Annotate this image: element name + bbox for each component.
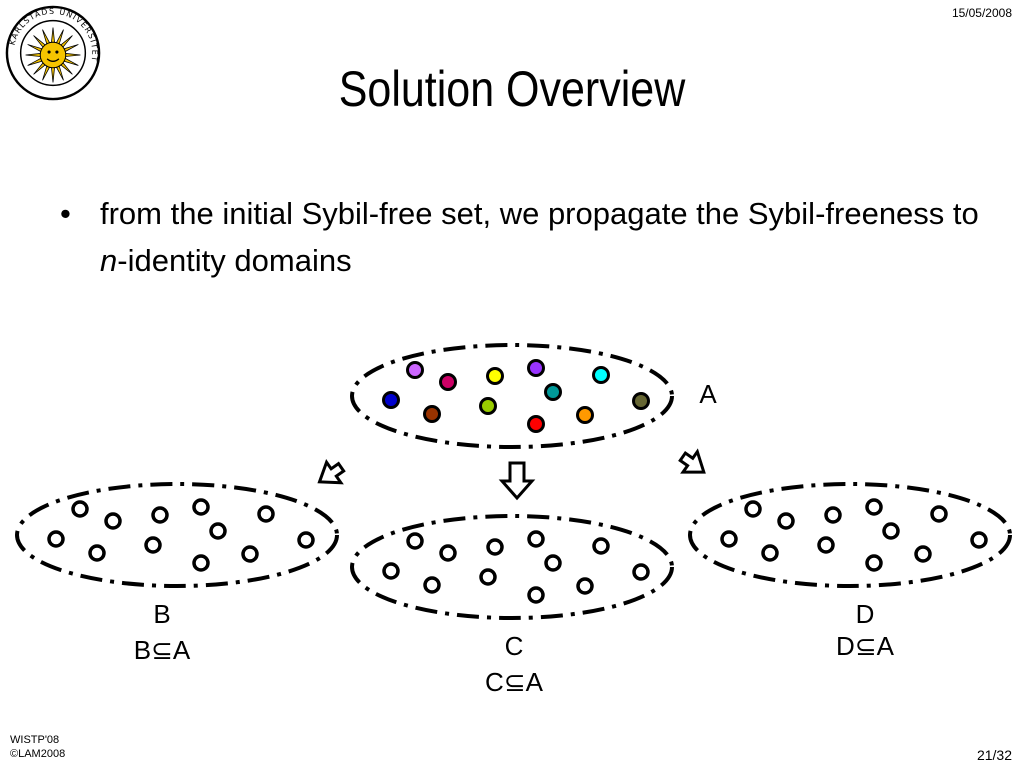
identity-node	[865, 554, 883, 572]
identity-node	[914, 545, 932, 563]
slide-date: 15/05/2008	[951, 6, 1012, 20]
bullet-text: from the initial Sybil-free set, we prop…	[100, 190, 1010, 284]
identity-node	[104, 512, 122, 530]
set-d-label: D	[855, 599, 875, 629]
identity-node	[486, 367, 504, 385]
identity-node	[544, 383, 562, 401]
identity-node	[592, 366, 610, 384]
identity-node	[382, 391, 400, 409]
identity-node	[423, 576, 441, 594]
identity-node	[576, 577, 594, 595]
identity-node	[486, 538, 504, 556]
identity-node	[632, 563, 650, 581]
identity-node	[882, 522, 900, 540]
set-d-ellipse	[688, 482, 1012, 588]
identity-node	[527, 586, 545, 604]
set-d-identities	[720, 498, 988, 572]
set-b-ellipse	[15, 482, 339, 588]
set-b-relation: B⊆A	[133, 635, 191, 665]
identity-node	[439, 373, 457, 391]
bullet-item: • from the initial Sybil-free set, we pr…	[60, 190, 1010, 284]
identity-node	[479, 397, 497, 415]
footer-conference: WISTP'08	[10, 734, 60, 746]
identity-node	[527, 530, 545, 548]
set-d-relation: D⊆A	[836, 631, 894, 661]
identity-node	[423, 405, 441, 423]
slide-title: Solution Overview	[338, 61, 686, 117]
identity-node	[576, 406, 594, 424]
identity-node	[257, 505, 275, 523]
bullet-text-part1: from the initial Sybil-free set, we prop…	[100, 196, 979, 231]
identity-node	[777, 512, 795, 530]
identity-node	[382, 562, 400, 580]
identity-node	[817, 536, 835, 554]
arrow-to-b-icon	[317, 459, 346, 485]
identity-node	[930, 505, 948, 523]
identity-node	[151, 506, 169, 524]
set-c-identities	[382, 530, 650, 604]
identity-node	[406, 361, 424, 379]
identity-node	[744, 500, 762, 518]
set-a-ellipse	[350, 343, 674, 449]
identity-node	[761, 544, 779, 562]
identity-node	[632, 392, 650, 410]
identity-node	[71, 500, 89, 518]
identity-node	[406, 532, 424, 550]
identity-node	[297, 531, 315, 549]
arrow-to-d-icon	[678, 448, 706, 474]
identity-node	[865, 498, 883, 516]
identity-node	[241, 545, 259, 563]
set-b-label: B	[153, 599, 171, 629]
identity-node	[720, 530, 738, 548]
arrow-to-c-icon	[498, 461, 536, 501]
bullet-text-italic: n	[100, 243, 118, 278]
identity-node	[544, 554, 562, 572]
footer-credits: WISTP'08 ©LAM2008	[10, 733, 65, 761]
identity-node	[209, 522, 227, 540]
identity-node	[970, 531, 988, 549]
bullet-marker: •	[60, 196, 71, 231]
identity-node	[144, 536, 162, 554]
identity-node	[592, 537, 610, 555]
set-c-label: C	[504, 631, 524, 661]
identity-node	[47, 530, 65, 548]
set-a-identities	[382, 359, 650, 433]
university-logo: KARLSTADS UNIVERSITET	[5, 5, 101, 101]
identity-node	[527, 415, 545, 433]
set-a-label: A	[699, 379, 717, 409]
identity-node	[439, 544, 457, 562]
bullet-text-part2: -identity domains	[117, 243, 352, 278]
footer-copyright: ©LAM2008	[10, 748, 66, 760]
set-c-relation: C⊆A	[485, 667, 543, 697]
identity-node	[527, 359, 545, 377]
identity-node	[192, 498, 210, 516]
identity-node	[824, 506, 842, 524]
set-c-ellipse	[350, 514, 674, 620]
identity-node	[192, 554, 210, 572]
identity-node	[479, 568, 497, 586]
page-number: 21/32	[976, 747, 1012, 763]
set-b-identities	[47, 498, 315, 572]
identity-node	[88, 544, 106, 562]
